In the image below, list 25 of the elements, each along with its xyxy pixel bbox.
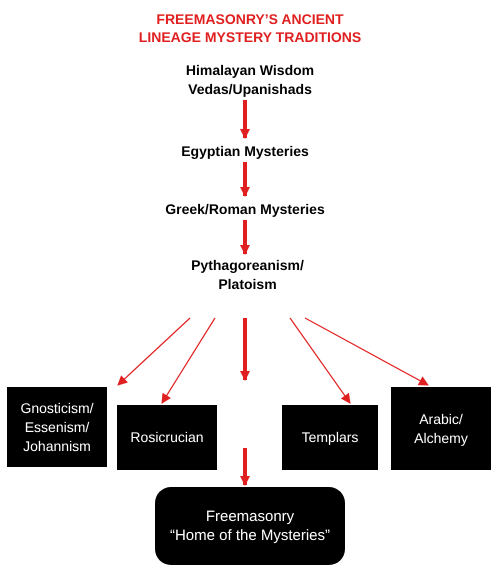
arrow xyxy=(240,100,250,139)
process-box xyxy=(155,487,345,565)
arrow xyxy=(161,318,216,404)
node-text: Arabic/ Alchemy xyxy=(413,410,469,448)
title: FREEMASONRY’S ANCIENT LINEAGE MYSTERY TRADITIONS xyxy=(138,10,362,46)
node-text: “Home of the Mysteries” xyxy=(170,526,330,545)
node-text: Rosicrucian xyxy=(130,428,204,447)
node-text: Himalayan Wisdom Vedas/Upanishads xyxy=(184,61,316,99)
arrow xyxy=(290,318,351,404)
process-box xyxy=(282,405,378,470)
arrow xyxy=(240,448,250,486)
process-box xyxy=(391,387,491,470)
arrow xyxy=(240,162,250,197)
node-text: Greek/Roman Mysteries xyxy=(165,200,325,218)
process-box xyxy=(7,387,107,467)
arrow xyxy=(117,318,190,386)
node-text: Pythagoreanism/ Platoism xyxy=(190,256,305,294)
process-box xyxy=(117,405,217,470)
node-text: Templars xyxy=(302,428,358,447)
node-text: Freemasonry xyxy=(206,507,294,526)
arrow xyxy=(240,220,250,255)
arrow xyxy=(304,317,429,386)
arrow xyxy=(240,318,250,381)
node-text: Gnosticism/ Essenism/ Johannism xyxy=(19,398,95,456)
node-text: Egyptian Mysteries xyxy=(181,142,309,160)
